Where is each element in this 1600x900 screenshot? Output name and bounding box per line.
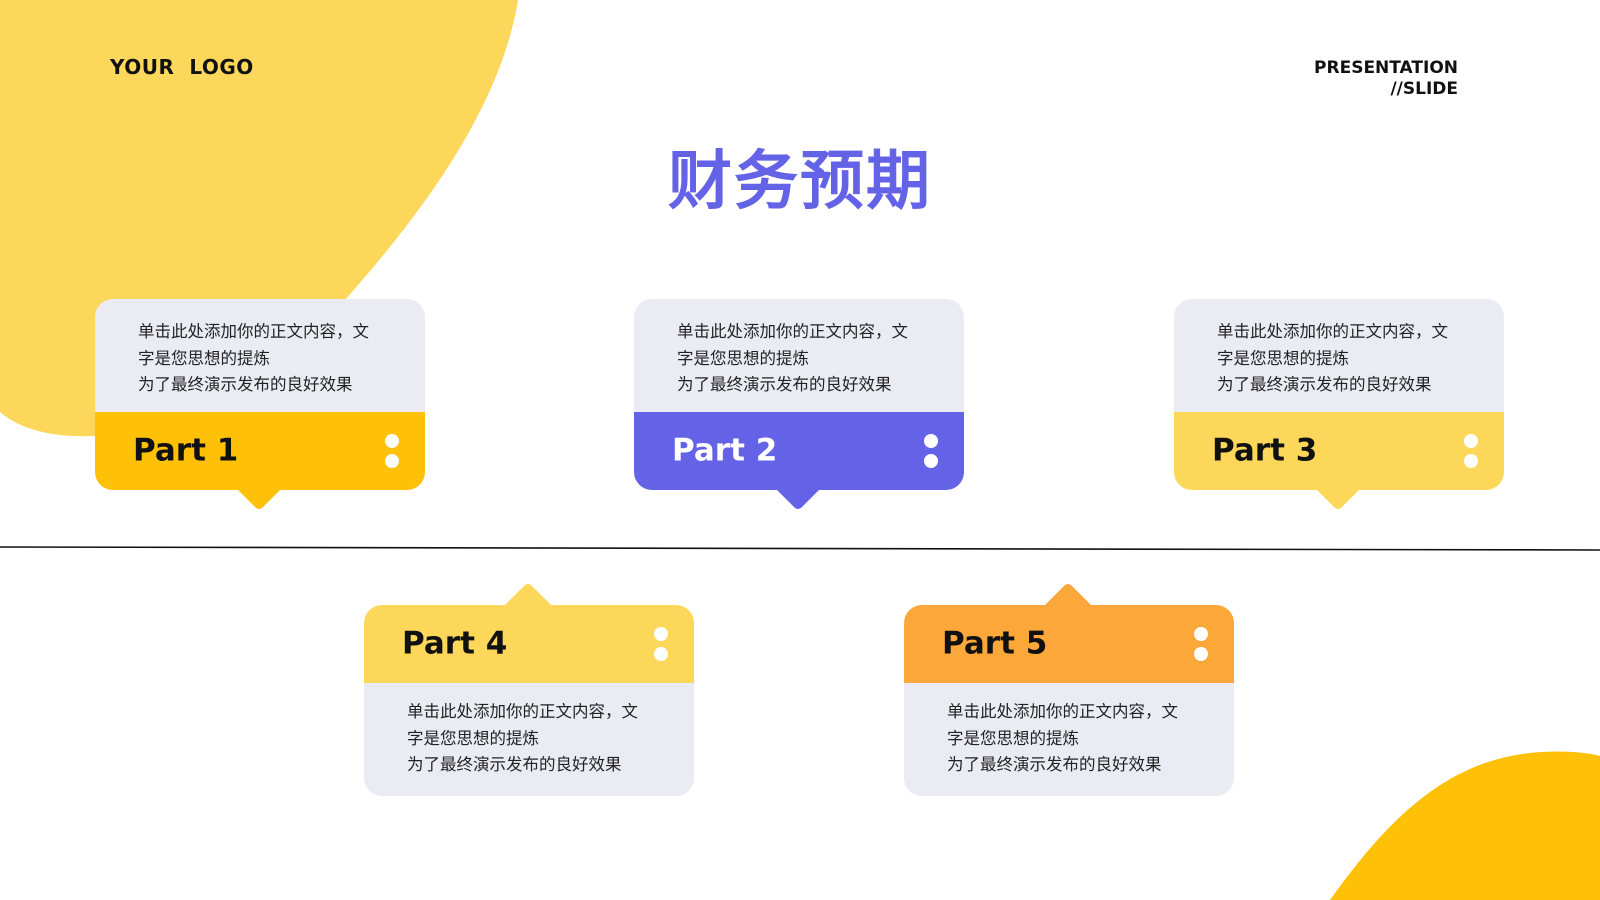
card-part-1: 单击此处添加你的正文内容，文 字是您思想的提炼 为了最终演示发布的良好效果 Pa… <box>95 299 425 509</box>
card-body: 单击此处添加你的正文内容，文 字是您思想的提炼 为了最终演示发布的良好效果 <box>634 299 964 412</box>
card-pointer <box>236 488 282 509</box>
card-header: Part 3 <box>1174 412 1504 490</box>
timeline-divider <box>0 546 1600 551</box>
card-body: 单击此处添加你的正文内容，文 字是您思想的提炼 为了最终演示发布的良好效果 <box>364 683 694 796</box>
card-label: Part 4 <box>402 625 508 662</box>
card-header: Part 4 <box>364 605 694 683</box>
card-text-line: 字是您思想的提炼 <box>947 728 1079 748</box>
card-text-line: 单击此处添加你的正文内容，文 <box>407 702 638 721</box>
card-part-4: Part 4 单击此处添加你的正文内容，文 字是您思想的提炼 为了最终演示发布的… <box>364 584 694 800</box>
more-dots-icon <box>924 434 938 468</box>
card-pointer <box>505 584 551 605</box>
page-title: 财务预期 <box>668 145 932 219</box>
card-part-2: 单击此处添加你的正文内容，文 字是您思想的提炼 为了最终演示发布的良好效果 Pa… <box>634 299 964 509</box>
card-part-5: Part 5 单击此处添加你的正文内容，文 字是您思想的提炼 为了最终演示发布的… <box>904 584 1234 800</box>
more-dots-icon <box>1194 627 1208 661</box>
card-header: Part 2 <box>634 412 964 490</box>
more-dots-icon <box>654 627 668 661</box>
card-text-line: 字是您思想的提炼 <box>138 348 270 368</box>
card-text-line: 为了最终演示发布的良好效果 <box>407 755 622 774</box>
card-text-line: 单击此处添加你的正文内容，文 <box>947 702 1178 721</box>
card-label: Part 2 <box>672 432 778 469</box>
bottom-right-yellow-blob <box>1330 751 1600 900</box>
presentation-label: PRESENTATION //SLIDE <box>1314 58 1458 100</box>
card-text-line: 单击此处添加你的正文内容，文 <box>1217 322 1448 341</box>
logo-text: YOUR LOGO <box>110 55 254 79</box>
card-body: 单击此处添加你的正文内容，文 字是您思想的提炼 为了最终演示发布的良好效果 <box>904 683 1234 796</box>
card-pointer <box>1045 584 1091 605</box>
card-part-3: 单击此处添加你的正文内容，文 字是您思想的提炼 为了最终演示发布的良好效果 Pa… <box>1174 299 1504 509</box>
card-body: 单击此处添加你的正文内容，文 字是您思想的提炼 为了最终演示发布的良好效果 <box>1174 299 1504 412</box>
card-text-line: 为了最终演示发布的良好效果 <box>138 375 353 394</box>
card-text-line: 单击此处添加你的正文内容，文 <box>677 322 908 341</box>
card-text-line: 字是您思想的提炼 <box>677 348 809 368</box>
card-header: Part 5 <box>904 605 1234 683</box>
presentation-line-1: PRESENTATION <box>1314 58 1458 78</box>
card-pointer <box>1315 488 1361 509</box>
more-dots-icon <box>385 434 399 468</box>
card-text-line: 为了最终演示发布的良好效果 <box>1217 375 1432 394</box>
card-label: Part 1 <box>133 432 239 469</box>
presentation-line-2: //SLIDE <box>1390 79 1458 99</box>
card-body: 单击此处添加你的正文内容，文 字是您思想的提炼 为了最终演示发布的良好效果 <box>95 299 425 412</box>
card-text-line: 为了最终演示发布的良好效果 <box>947 755 1162 774</box>
card-label: Part 3 <box>1212 432 1318 469</box>
card-text-line: 为了最终演示发布的良好效果 <box>677 375 892 394</box>
card-label: Part 5 <box>942 625 1048 662</box>
card-text-line: 单击此处添加你的正文内容，文 <box>138 322 369 341</box>
card-header: Part 1 <box>95 412 425 490</box>
card-text-line: 字是您思想的提炼 <box>1217 348 1349 368</box>
card-pointer <box>775 488 821 509</box>
more-dots-icon <box>1464 434 1478 468</box>
card-text-line: 字是您思想的提炼 <box>407 728 539 748</box>
